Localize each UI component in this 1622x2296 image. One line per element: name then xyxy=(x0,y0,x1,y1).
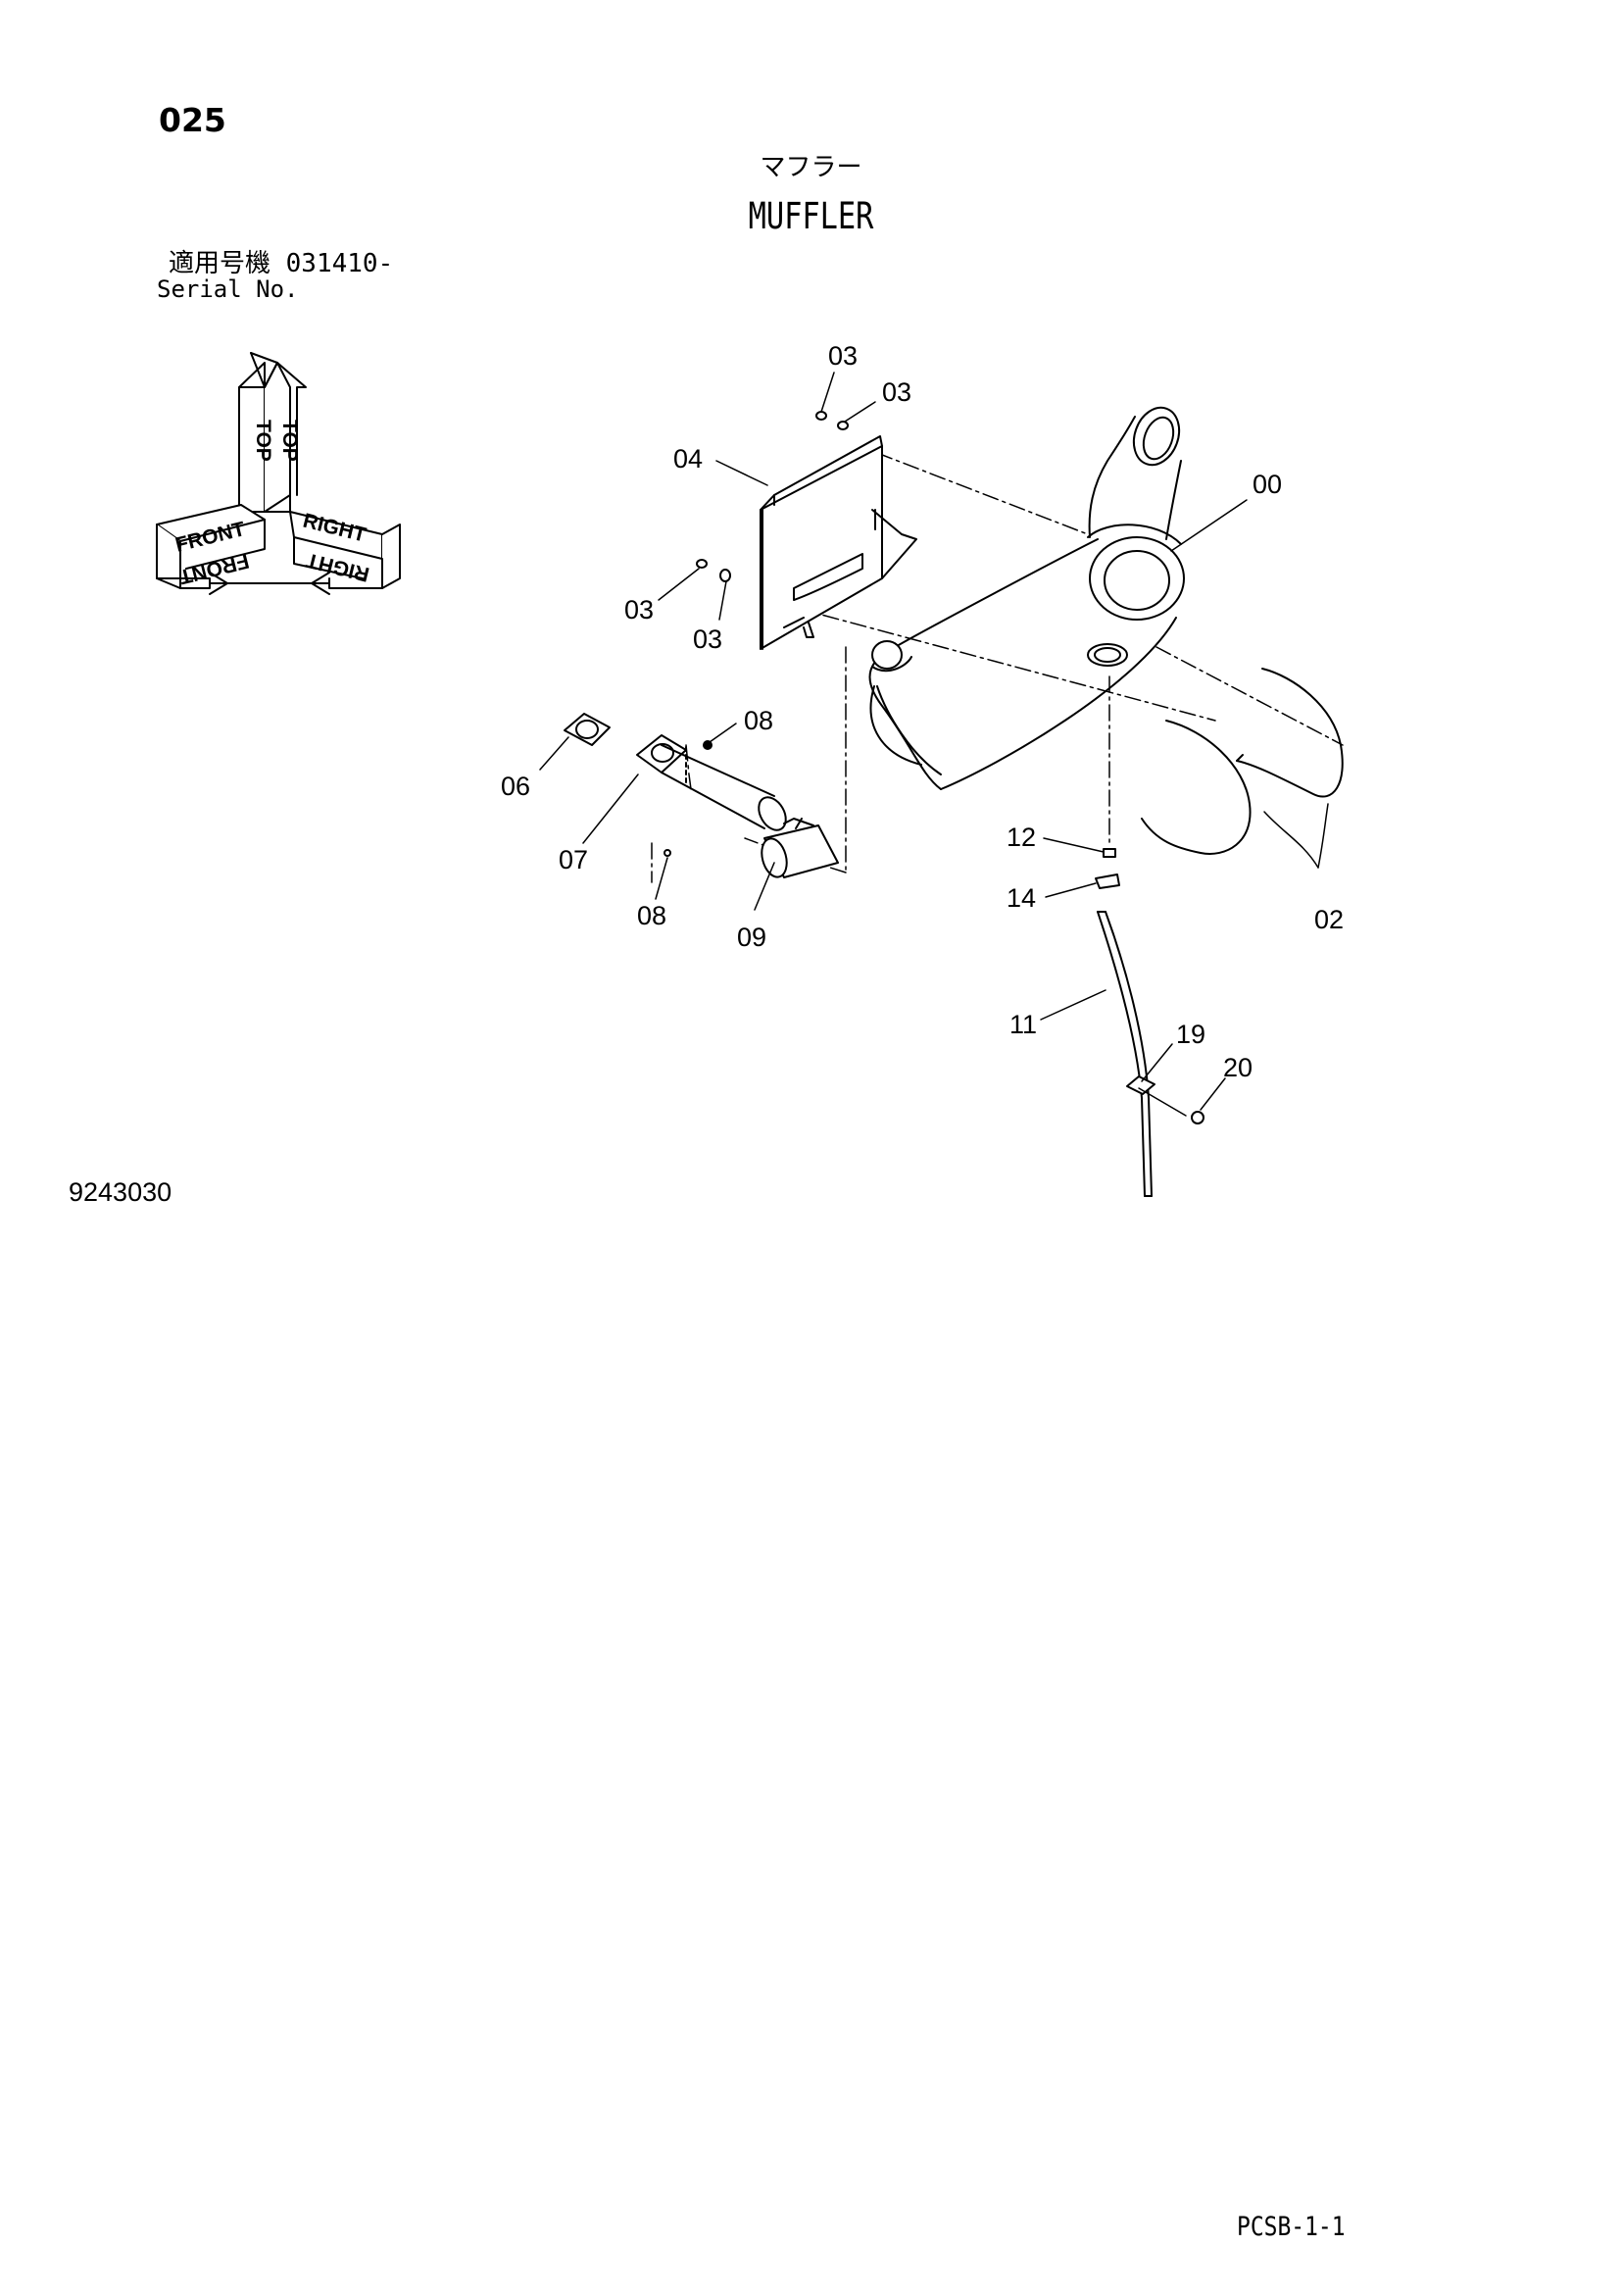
callout-03-lower: 03 xyxy=(693,624,722,654)
callout-12: 12 xyxy=(1007,823,1036,852)
callout-20: 20 xyxy=(1223,1053,1253,1082)
page-number: 025 xyxy=(159,101,226,139)
callout-07: 07 xyxy=(559,845,588,874)
clamp-12-14 xyxy=(1095,848,1120,889)
nut-08-upper xyxy=(703,740,713,750)
leader-lines xyxy=(539,372,1329,1117)
heat-shield-bracket xyxy=(760,435,917,650)
page-title: MUFFLER xyxy=(748,195,874,237)
callout-08-lower: 08 xyxy=(637,901,666,930)
bracket-19 xyxy=(1126,1075,1155,1095)
callout-06: 06 xyxy=(501,772,530,801)
serial-range-label: 適用号機 031410- xyxy=(169,249,394,278)
page-code: PCSB-1-1 xyxy=(1237,2212,1346,2242)
orientation-indicator xyxy=(156,352,401,595)
callout-11: 11 xyxy=(1009,1010,1037,1039)
callout-14: 14 xyxy=(1007,883,1036,913)
orientation-top-label-mirrored: TOP xyxy=(278,420,301,462)
tail-pipe xyxy=(1097,911,1153,1197)
callout-02: 02 xyxy=(1314,905,1344,934)
callout-03-left: 03 xyxy=(624,595,654,624)
callout-19: 19 xyxy=(1176,1020,1205,1049)
nut-08-lower xyxy=(664,849,671,857)
muffler-straps xyxy=(869,668,1344,855)
clamp xyxy=(761,818,839,878)
callout-03-top-right: 03 xyxy=(882,377,911,407)
serial-number-label: Serial No. xyxy=(157,275,299,303)
drawing-number: 9243030 xyxy=(69,1177,172,1207)
callout-03-top: 03 xyxy=(828,341,858,371)
callout-04: 04 xyxy=(673,444,703,474)
bolts-03 xyxy=(696,411,849,582)
flange-pipe xyxy=(636,734,787,831)
muffler-body xyxy=(868,406,1185,790)
bolt-20 xyxy=(1191,1111,1204,1124)
callout-00: 00 xyxy=(1253,470,1282,499)
callout-09: 09 xyxy=(737,923,766,952)
gasket xyxy=(564,713,611,746)
center-lines xyxy=(651,452,1344,883)
callout-08-upper: 08 xyxy=(744,706,773,735)
orientation-top-label: TOP xyxy=(252,420,274,462)
page-title-japanese: マフラー xyxy=(760,153,862,182)
